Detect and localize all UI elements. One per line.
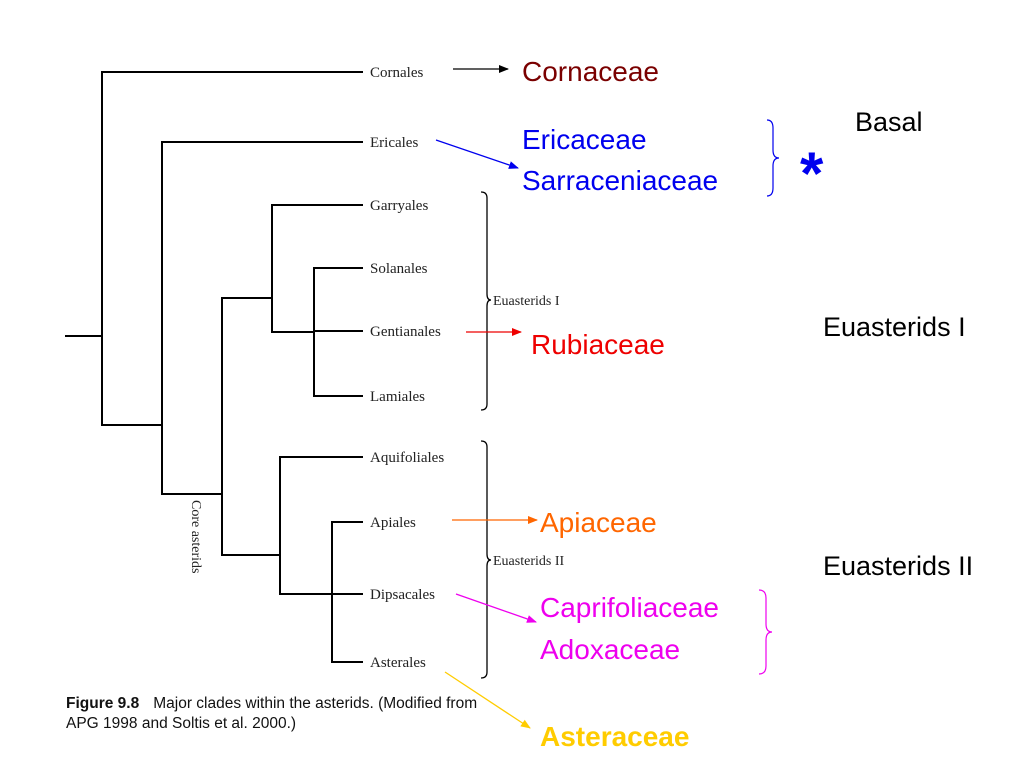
- basal-marker-asterisk: *: [800, 140, 824, 207]
- label-asterales: Asterales: [370, 655, 426, 671]
- label-ericales: Ericales: [370, 135, 418, 151]
- family-rubiaceae: Rubiaceae: [531, 329, 665, 360]
- family-cornaceae: Cornaceae: [522, 56, 659, 87]
- clade-label-euasterids-2: Euasterids II: [493, 554, 564, 569]
- label-aquifoliales: Aquifoliales: [370, 450, 444, 466]
- label-garryales: Garryales: [370, 198, 428, 214]
- label-dipsacales: Dipsacales: [370, 587, 435, 603]
- group-label-euasterids-2: Euasterids II: [823, 551, 973, 581]
- clade-label-euasterids-1: Euasterids I: [493, 294, 560, 309]
- group-label-basal: Basal: [855, 107, 923, 137]
- caption-figure-label: Figure 9.8: [66, 695, 140, 712]
- label-apiales: Apiales: [370, 515, 416, 531]
- family-caprifoliaceae: Caprifoliaceae: [540, 592, 719, 623]
- bracket-euasterids-2: [480, 440, 492, 679]
- label-solanales: Solanales: [370, 261, 428, 277]
- clade-label-core-asterids: Core asterids: [188, 500, 203, 573]
- family-asteraceae: Asteraceae: [540, 721, 689, 752]
- family-ericaceae: Ericaceae: [522, 124, 647, 155]
- caption-line-1: Figure 9.8 Major clades within the asteri…: [66, 695, 477, 712]
- arrow-asterales-to-asteraceae: [444, 671, 531, 729]
- brace-dipsacales-group: [758, 589, 773, 675]
- bracket-euasterids-1: [480, 191, 492, 411]
- family-adoxaceae: Adoxaceae: [540, 634, 680, 665]
- caption-text-1: Major clades within the asterids. (Modif…: [153, 695, 477, 712]
- family-apiaceae: Apiaceae: [540, 507, 657, 538]
- group-label-euasterids-1: Euasterids I: [823, 312, 966, 342]
- tree-branches: [65, 71, 363, 663]
- arrow-dipsacales-to-caprifoliaceae: [455, 593, 537, 623]
- label-gentianales: Gentianales: [370, 324, 441, 340]
- arrow-ericales-to-ericaceae: [435, 139, 519, 169]
- label-cornales: Cornales: [370, 65, 423, 81]
- caption-line-2: APG 1998 and Soltis et al. 2000.): [66, 715, 296, 732]
- label-lamiales: Lamiales: [370, 389, 425, 405]
- brace-basal-group: [766, 119, 780, 197]
- family-sarraceniaceae: Sarraceniaceae: [522, 165, 718, 196]
